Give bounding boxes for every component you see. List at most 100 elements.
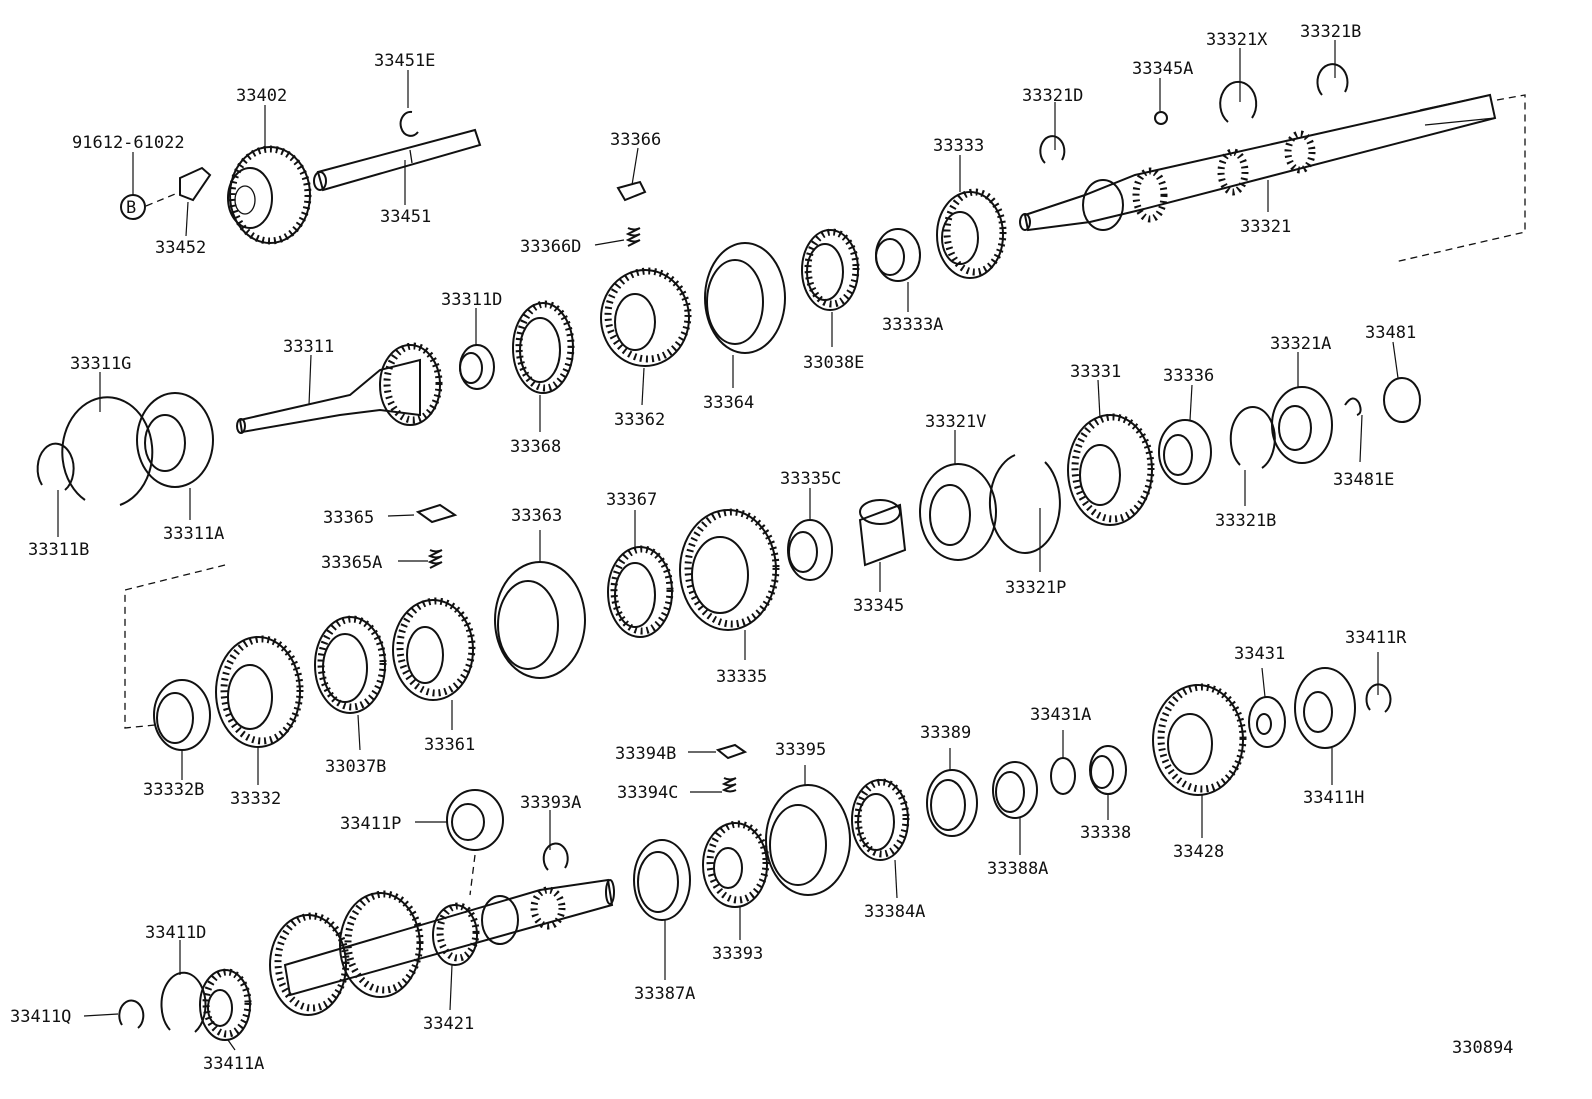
snap-ring-33411R: [1365, 683, 1392, 713]
label-33332B: 33332B: [143, 780, 204, 800]
label-33368: 33368: [510, 437, 561, 457]
hub-33361: [392, 597, 476, 701]
spring-33394C: [721, 777, 737, 793]
label-33402: 33402: [236, 86, 287, 106]
input-shaft-33311: [236, 342, 443, 434]
label-33481: 33481: [1365, 323, 1416, 343]
gear-33331: [1067, 413, 1155, 526]
label-33411R: 33411R: [1345, 628, 1407, 648]
label-33336: 33336: [1163, 366, 1214, 386]
label-33452: 33452: [155, 238, 206, 258]
label-33321X: 33321X: [1206, 30, 1268, 50]
label-33363: 33363: [511, 506, 562, 526]
label-33311: 33311: [283, 337, 334, 357]
label-33332: 33332: [230, 789, 281, 809]
spring-33366D: [625, 227, 641, 247]
snap-ring-33451E: [399, 110, 419, 137]
synchro-ring-33037B: [314, 615, 387, 714]
washer-33431: [1248, 696, 1286, 748]
label-33384A: 33384A: [864, 902, 925, 922]
counter-shaft-33421: [269, 878, 615, 1016]
label-33321V: 33321V: [925, 412, 986, 432]
label-33364: 33364: [703, 393, 754, 413]
bearing-33411P: [446, 789, 504, 896]
spring-33365A: [427, 549, 443, 569]
needle-bearing-33333A: [875, 228, 921, 282]
row2-connect-dashed: [124, 564, 226, 729]
label-33411Q: 33411Q: [10, 1007, 71, 1027]
label-33411H: 33411H: [1303, 788, 1364, 808]
label-33321B-mid: 33321B: [1215, 511, 1276, 531]
label-33411A: 33411A: [203, 1054, 264, 1074]
label-33451: 33451: [380, 207, 431, 227]
label-33311G: 33311G: [70, 354, 131, 374]
snap-ring-33321B-mid: [1229, 405, 1276, 469]
shaft-connect-dashed: [1394, 94, 1526, 263]
bearing-33321A: [1271, 386, 1333, 464]
ring-33389: [926, 769, 978, 837]
label-33361: 33361: [424, 735, 475, 755]
snap-ring-33311G: [61, 396, 154, 506]
label-33321P: 33321P: [1005, 578, 1066, 598]
label-33038E: 33038E: [803, 353, 864, 373]
gear-33332: [215, 635, 304, 748]
synchro-ring-33387A: [633, 839, 691, 921]
sleeve-33364: [704, 242, 786, 354]
label-33333: 33333: [933, 136, 984, 156]
synchro-ring-33368: [512, 300, 575, 394]
ring-33431A: [1050, 757, 1076, 795]
label-33037B: 33037B: [325, 757, 386, 777]
label-33335C: 33335C: [780, 469, 841, 489]
synchro-ring-33038E: [801, 228, 860, 311]
label-33389: 33389: [920, 723, 971, 743]
part-labels: 91612-61022 33452 33402 33451E 33451 333…: [10, 22, 1416, 1074]
label-33345A: 33345A: [1132, 59, 1193, 79]
label-33411P: 33411P: [340, 814, 401, 834]
label-33321B-top: 33321B: [1300, 22, 1361, 42]
label-33335: 33335: [716, 667, 767, 687]
reverse-idler-gear-33402: [227, 145, 312, 245]
snap-ring-33411Q: [118, 999, 145, 1029]
label-33387A: 33387A: [634, 984, 695, 1004]
label-33321D: 33321D: [1022, 86, 1083, 106]
snap-ring-33321B-top: [1316, 63, 1349, 96]
label-33321A: 33321A: [1270, 334, 1331, 354]
label-33333A: 33333A: [882, 315, 943, 335]
synchro-ring-33384A: [851, 778, 910, 861]
lock-plate-33452: [179, 166, 212, 202]
diagram-code: 330894: [1452, 1038, 1513, 1058]
label-33366D: 33366D: [520, 237, 581, 257]
snap-ring-33393A: [542, 842, 569, 871]
label-33393A: 33393A: [520, 793, 581, 813]
bearing-33336: [1158, 419, 1212, 485]
label-33365A: 33365A: [321, 553, 382, 573]
bushing-33345: [858, 499, 907, 567]
clip-33481E: [1344, 397, 1362, 416]
hub-33393: [702, 820, 770, 908]
synchro-ring-33367: [607, 545, 674, 638]
sleeve-33363: [494, 561, 586, 679]
label-33345: 33345: [853, 596, 904, 616]
bushing-33388A: [992, 761, 1038, 819]
snap-ring-33321P: [988, 454, 1061, 554]
label-33411D: 33411D: [145, 923, 206, 943]
needle-bearing-33338: [1089, 745, 1127, 795]
label-33362: 33362: [614, 410, 665, 430]
label-33431A: 33431A: [1030, 705, 1091, 725]
label-33393: 33393: [712, 944, 763, 964]
ring-33481: [1383, 377, 1421, 423]
label-33366: 33366: [610, 130, 661, 150]
label-91612-61022: 91612-61022: [72, 133, 185, 153]
label-33395: 33395: [775, 740, 826, 760]
key-33365: [415, 503, 458, 524]
gear-33428: [1152, 683, 1247, 796]
label-33481E: 33481E: [1333, 470, 1394, 490]
snap-ring-33321D: [1039, 135, 1066, 164]
label-33331: 33331: [1070, 362, 1121, 382]
leader-lines: [57, 40, 1399, 1051]
label-33428: 33428: [1173, 842, 1224, 862]
label-33394C: 33394C: [617, 783, 678, 803]
ref-marker-text: B: [126, 198, 136, 218]
label-33367: 33367: [606, 490, 657, 510]
